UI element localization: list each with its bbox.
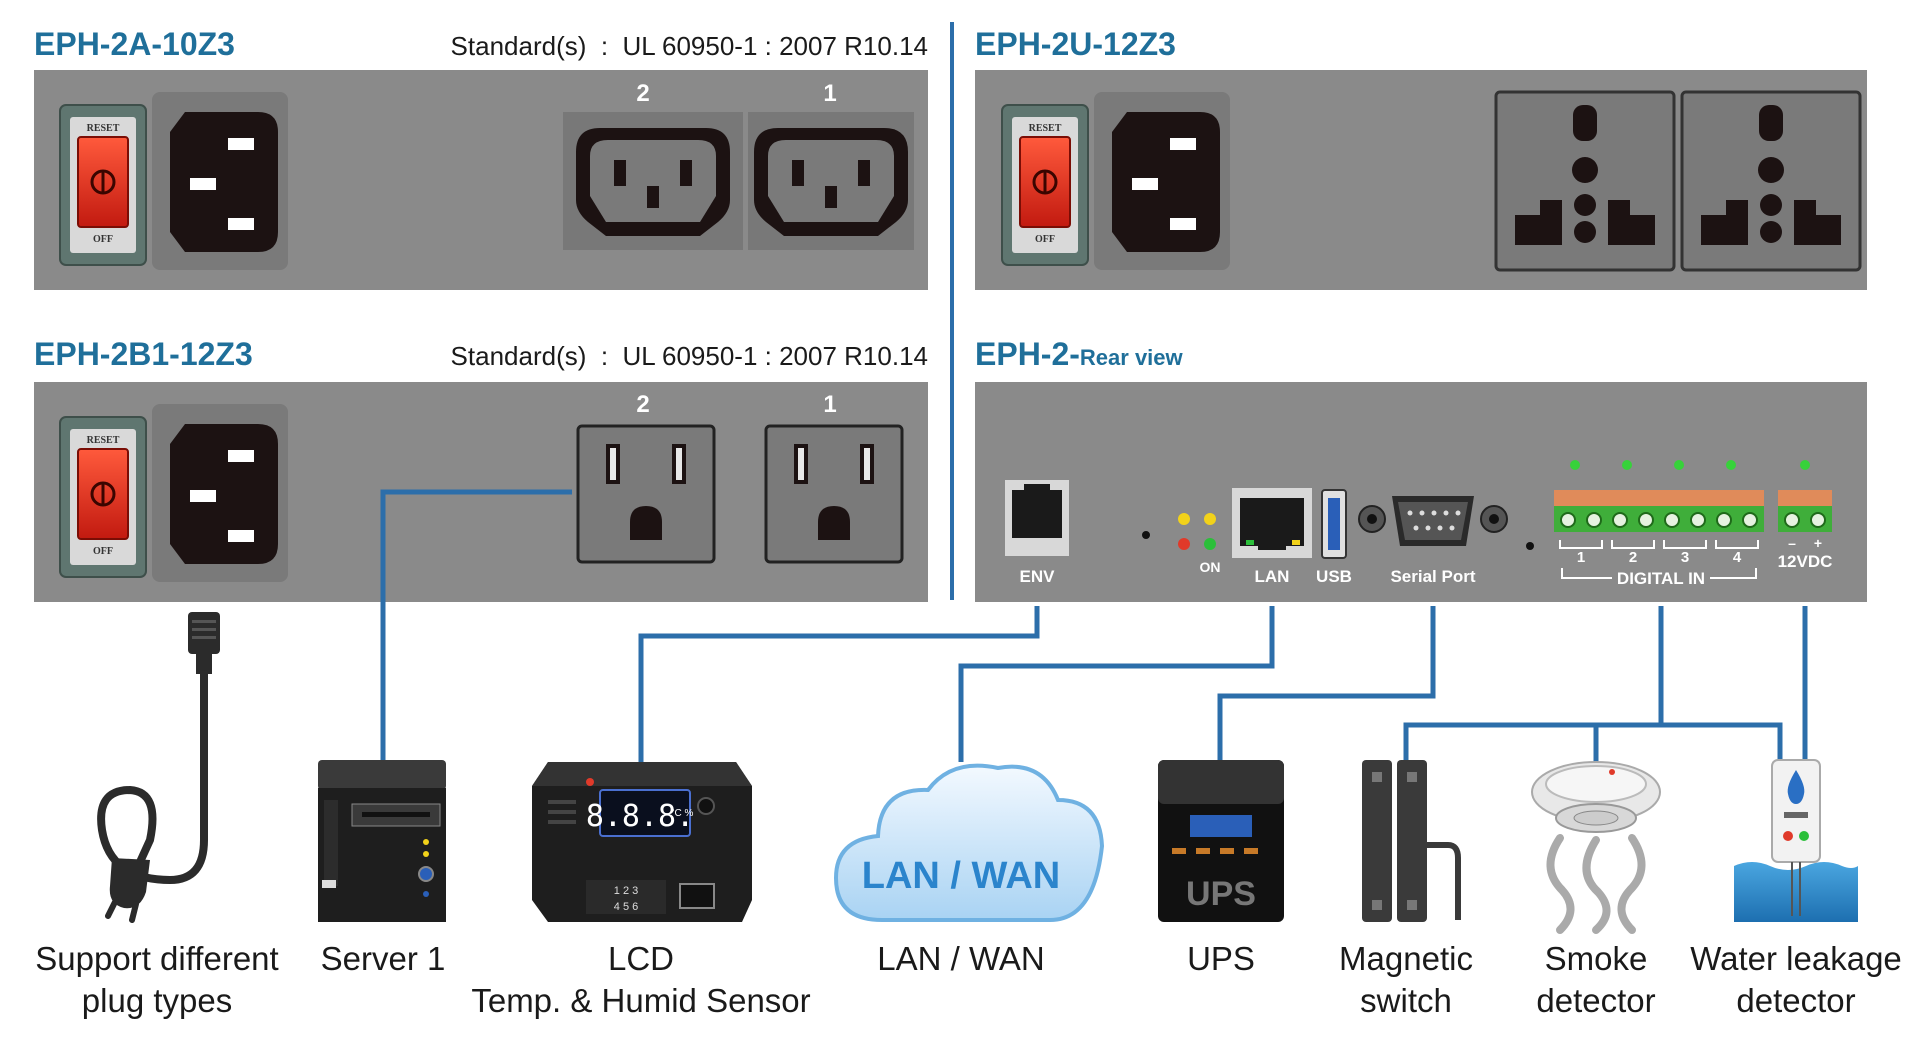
outlet-number-1: 1 [823,391,836,418]
lcd-label-line2: Temp. & Humid Sensor [471,982,810,1019]
connection-wires [380,489,1808,762]
power-12vdc-label: 12VDC [1778,552,1833,571]
lcd-keypad-row1: 1 2 3 [614,885,638,897]
cloud-label: LAN / WAN [877,940,1044,977]
status-led [1178,513,1190,525]
digital-number-1: 1 [1577,549,1585,566]
lcd-sensor-icon: 8.8.8. °C % 1 2 3 4 5 6 [532,762,752,922]
smoke-detector-icon [1531,761,1661,934]
polarity-minus: – [1788,535,1796,551]
reset-switch[interactable]: RESET OFF [59,104,147,266]
reset-label: RESET [1029,123,1062,134]
ups-icon: UPS [1158,760,1284,922]
outlet-number-2: 2 [636,391,649,418]
lcd-keypad-row2: 4 5 6 [614,901,638,913]
digital-number-4: 4 [1733,549,1742,566]
outlet-universal-2[interactable] [1494,90,1676,272]
lan-port[interactable] [1232,488,1312,558]
usb-label: USB [1316,567,1352,586]
power-inlet[interactable] [152,92,288,270]
power-plug-cable [97,612,220,923]
cloud-text: LAN / WAN [862,855,1060,897]
power-12vdc-terminal[interactable] [1778,490,1832,532]
serial-port[interactable] [1358,496,1508,546]
reset-label: RESET [87,435,120,446]
usb-port[interactable] [1321,489,1347,559]
reset-switch[interactable]: RESET OFF [1001,104,1089,266]
magnetic-switch-icon [1362,760,1461,922]
server-label: Server 1 [321,940,446,977]
polarity-plus: + [1814,535,1822,551]
wire-lan-cloud [958,606,1275,762]
status-led [1622,460,1632,470]
smoke-label-line2: detector [1536,982,1655,1019]
serial-label: Serial Port [1390,567,1475,586]
model-1-standard: Standard(s) : UL 60950-1 : 2007 R10.14 [451,31,928,61]
on-label: ON [1200,559,1221,575]
outlet-universal-1[interactable] [1680,90,1862,272]
lan-label: LAN [1255,567,1290,586]
model-2-standard: Standard(s) : UL 60950-1 : 2007 R10.14 [451,341,928,371]
power-inlet[interactable] [1094,92,1230,270]
magnetic-label-line2: switch [1360,982,1452,1019]
outlet-c13-2[interactable] [563,112,743,250]
wire-env-lcd [638,606,1040,762]
model-3-panel: RESET OFF [975,70,1867,290]
outlet-c13-1[interactable] [748,112,914,250]
plug-label-line1: Support different [35,940,278,977]
digital-in-label: DIGITAL IN [1617,569,1705,588]
digital-number-2: 2 [1629,549,1637,566]
water-leak-detector-icon [1734,759,1858,922]
status-led [1570,460,1580,470]
smoke-label-line1: Smoke [1545,940,1648,977]
lcd-display-units: °C % [671,808,694,819]
model-2-title: EPH-2B1-12Z3 [34,336,253,372]
status-led [1204,538,1216,550]
off-label: OFF [93,234,113,245]
status-led [1142,531,1150,539]
model-1-panel: RESET OFF [34,70,928,290]
lcd-label-line1: LCD [608,940,674,977]
water-label-line2: detector [1736,982,1855,1019]
outlet-nema-1[interactable] [764,424,904,564]
outlet-number-2: 2 [636,80,649,107]
lcd-display-digits: 8.8.8. [586,799,694,834]
model-3-title: EPH-2U-12Z3 [975,26,1176,62]
water-label-line1: Water leakage [1690,940,1902,977]
rear-view-title: EPH-2-Rear view [975,336,1184,372]
server-icon [318,760,446,922]
outlet-number-1: 1 [823,80,836,107]
rear-panel: ENV ON LAN USB [975,382,1867,602]
off-label: OFF [1035,234,1055,245]
status-led [1526,542,1534,550]
off-label: OFF [93,546,113,557]
env-label: ENV [1020,567,1056,586]
digital-in-terminal[interactable] [1554,490,1764,532]
ups-text: UPS [1186,875,1256,913]
digital-number-3: 3 [1681,549,1689,566]
outlet-nema-2[interactable] [576,424,716,564]
wire-server [380,489,572,762]
plug-label-line2: plug types [82,982,232,1019]
magnetic-label-line1: Magnetic [1339,940,1473,977]
cloud-icon: LAN / WAN [833,763,1105,922]
env-port[interactable] [1005,480,1069,556]
status-led [1204,513,1216,525]
status-led [1178,538,1190,550]
status-led [1726,460,1736,470]
model-1-title: EPH-2A-10Z3 [34,26,235,62]
status-led [1674,460,1684,470]
reset-label: RESET [87,123,120,134]
status-led [1800,460,1810,470]
wire-serial-ups [1217,606,1436,762]
wire-digital-bus [1403,722,1783,762]
reset-switch[interactable]: RESET OFF [59,416,147,578]
ups-label: UPS [1187,940,1255,977]
power-inlet[interactable] [152,404,288,582]
